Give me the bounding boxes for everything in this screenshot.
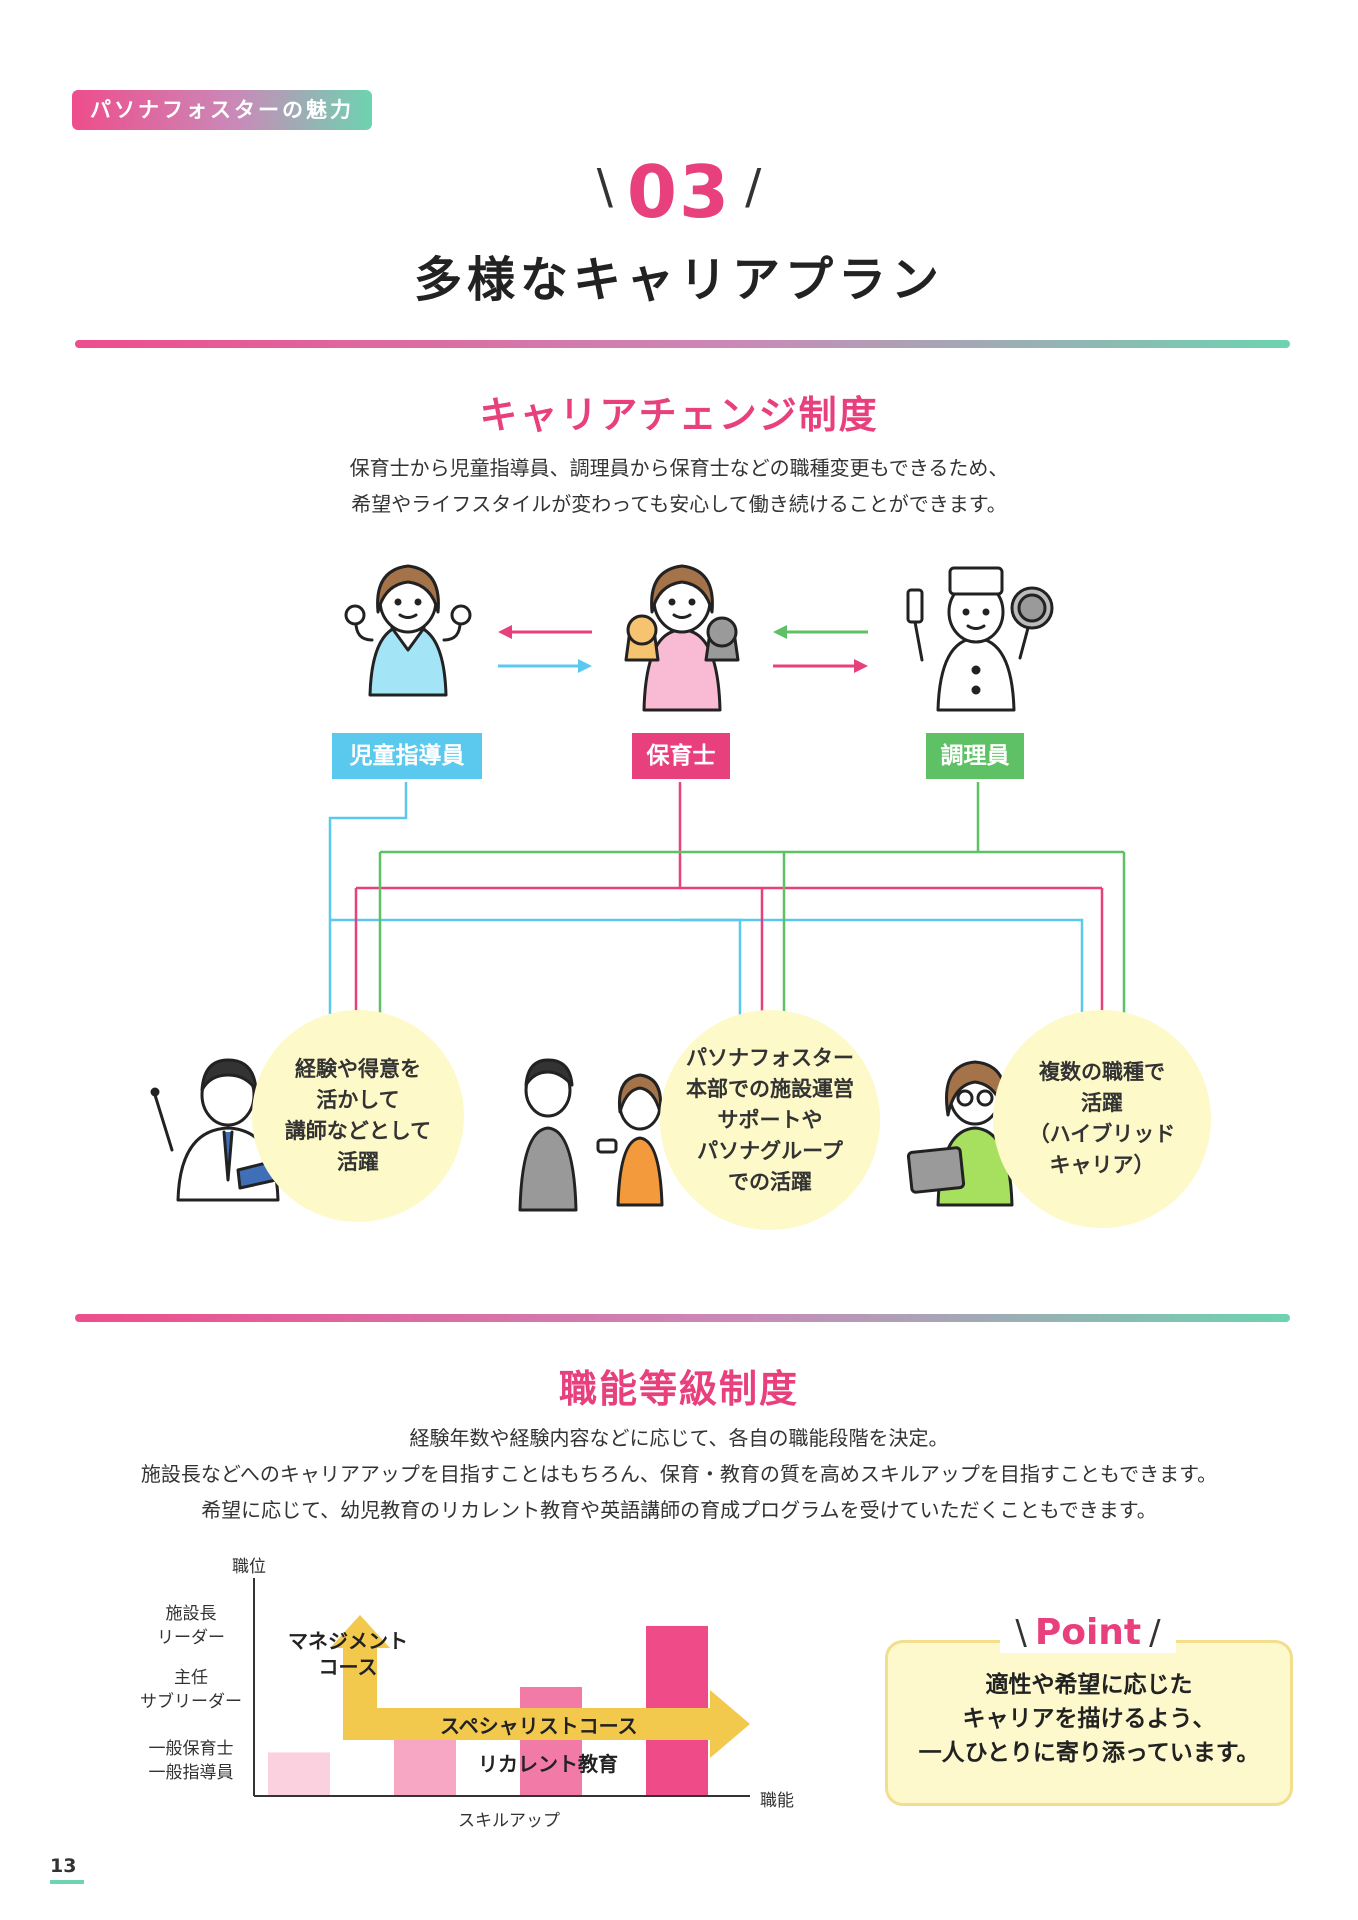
skill-up-caption: スキルアップ — [458, 1811, 560, 1831]
role-cook: 調理員 — [926, 733, 1024, 779]
specialist-course-label: スペシャリストコース — [440, 1714, 638, 1738]
role-child-instructor: 児童指導員 — [332, 733, 482, 779]
y-axis-label: 職位 — [232, 1557, 266, 1577]
point-line-1: 適性や希望に応じた — [985, 1672, 1193, 1698]
divider-middle — [75, 1314, 1290, 1322]
level-general-line2: 一般指導員 — [148, 1763, 234, 1783]
connector-lines — [328, 782, 1126, 1015]
outcome-text-lecturer: 経験や得意を 活かして 講師などとして 活躍 — [284, 1057, 432, 1174]
outcome-bubble-lecturer: 経験や得意を 活かして 講師などとして 活躍 — [252, 1010, 464, 1222]
level-director-line1: 施設長 — [165, 1604, 217, 1624]
grade-system-desc-1: 経験年数や経験内容などに応じて、各自の職能段階を決定。 — [409, 1426, 949, 1450]
divider-top — [75, 340, 1290, 348]
grade-system-desc-3: 希望に応じて、幼児教育のリカレント教育や英語講師の育成プログラムを受けていただく… — [201, 1498, 1157, 1522]
slash-right: / — [745, 159, 762, 215]
nursery-teacher-illustration — [624, 564, 740, 712]
level-chief: 主任 サブリーダー — [126, 1666, 256, 1714]
level-general-line1: 一般保育士 — [148, 1739, 234, 1759]
point-line-2: キャリアを描けるよう、 — [962, 1706, 1216, 1732]
point-line-3: 一人ひとりに寄り添っています。 — [918, 1740, 1260, 1766]
outcome-bubble-headquarters: パソナフォスター 本部での施設運営 サポートや パソナグループ での活躍 — [660, 1010, 880, 1230]
role-nursery-teacher: 保育士 — [632, 733, 730, 779]
page-title: 多様なキャリアプラン — [413, 252, 944, 308]
outcome-bubble-hybrid: 複数の職種で 活躍 （ハイブリッド キャリア） — [993, 1010, 1211, 1228]
career-change-desc-1: 保育士から児童指導員、調理員から保育士などの職種変更もできるため、 — [349, 456, 1009, 480]
level-director-line2: リーダー — [157, 1628, 225, 1648]
child-instructor-illustration — [344, 564, 472, 697]
section-number: \03/ — [0, 150, 1358, 234]
number-text: 03 — [626, 150, 732, 234]
grade-system-title: 職能等級制度 — [558, 1367, 799, 1411]
page-number: 13 — [50, 1855, 77, 1877]
level-director: 施設長 リーダー — [126, 1602, 256, 1650]
career-change-desc-2: 希望やライフスタイルが変わっても安心して働き続けることができます。 — [351, 492, 1007, 516]
section-badge: パソナフォスターの魅力 — [72, 90, 372, 130]
point-text: 適性や希望に応じた キャリアを描けるよう、 一人ひとりに寄り添っています。 — [885, 1668, 1293, 1770]
slash-left: \ — [596, 159, 613, 215]
course-arrow — [330, 1615, 750, 1758]
hybrid-worker-illustration — [906, 1060, 1014, 1207]
outcome-text-headquarters: パソナフォスター 本部での施設運営 サポートや パソナグループ での活躍 — [686, 1045, 854, 1194]
point-box — [885, 1640, 1293, 1806]
cook-illustration — [906, 566, 1054, 712]
skill-bar-3 — [520, 1687, 582, 1796]
skill-bars — [268, 1625, 708, 1796]
grade-system-desc-2: 施設長などへのキャリアアップを目指すことはもちろん、保育・教育の質を高めスキルア… — [140, 1462, 1218, 1486]
level-chief-line2: サブリーダー — [140, 1692, 242, 1712]
career-change-title: キャリアチェンジ制度 — [479, 393, 879, 437]
x-axis-label: 職能 — [760, 1791, 794, 1811]
point-title: \Point/ — [1000, 1612, 1176, 1653]
level-chief-line1: 主任 — [174, 1668, 208, 1688]
staff-meeting-illustration — [518, 1058, 664, 1212]
page-number-underline — [50, 1880, 84, 1884]
recurrent-education-label: リカレント教育 — [478, 1752, 618, 1776]
management-course-label: マネジメント コース — [288, 1629, 408, 1679]
skill-bar-1 — [268, 1752, 330, 1796]
point-title-text: Point — [1034, 1612, 1142, 1653]
arrows-left-pair — [498, 625, 592, 673]
arrows-right-pair — [773, 625, 868, 673]
level-general: 一般保育士 一般指導員 — [126, 1737, 256, 1785]
skill-bar-2 — [394, 1730, 456, 1796]
outcome-text-hybrid: 複数の職種で 活躍 （ハイブリッド キャリア） — [1028, 1060, 1176, 1177]
